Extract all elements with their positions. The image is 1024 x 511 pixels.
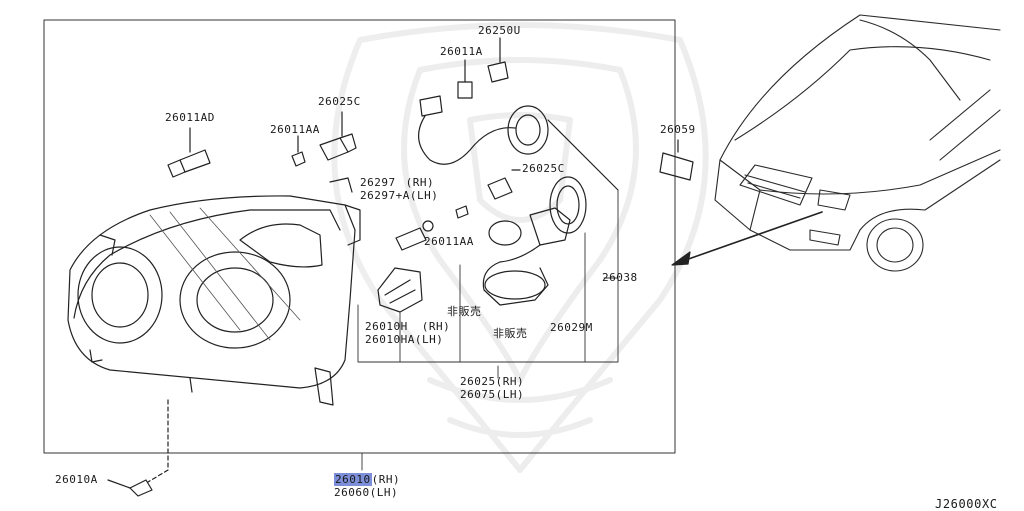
socket-26025c-top bbox=[319, 111, 357, 161]
vehicle-illustration bbox=[714, 14, 1001, 272]
part-label-26010a: 26010A bbox=[55, 473, 98, 486]
part-label-26075-lh: 26075(LH) bbox=[460, 389, 524, 401]
part-number: 26025 bbox=[460, 375, 496, 388]
part-number: 26297 bbox=[360, 176, 396, 189]
part-label-26025c-top: 26025C bbox=[318, 95, 361, 108]
part-label-26038: 26038 bbox=[602, 271, 638, 284]
side-indicator: (LH) bbox=[409, 189, 439, 202]
label-26059 bbox=[659, 139, 694, 181]
part-label-26011a: 26011A bbox=[440, 45, 483, 58]
cover-26029m bbox=[549, 176, 587, 234]
not-for-sale-note-2: 非販売 bbox=[493, 327, 528, 340]
bulb-26297 bbox=[395, 220, 434, 251]
side-indicator: (RH) bbox=[371, 473, 401, 486]
o-ring bbox=[488, 220, 522, 246]
side-indicator: (RH) bbox=[405, 176, 435, 189]
side-indicator: (LH) bbox=[369, 486, 399, 499]
part-label-26010h-rh: 26010H (RH) bbox=[365, 321, 450, 333]
part-label-26297a-lh: 26297+A(LH) bbox=[360, 190, 438, 202]
bulb-26011aa-right bbox=[455, 205, 469, 219]
part-label-26250u: 26250U bbox=[478, 24, 521, 37]
part-number: 26060 bbox=[334, 486, 370, 499]
bulb-26011ad bbox=[167, 127, 211, 178]
part-number: 26010H bbox=[365, 320, 408, 333]
part-label-26010-rh[interactable]: 26010(RH) bbox=[334, 473, 401, 486]
part-label-26297-rh: 26297 (RH) bbox=[360, 177, 434, 189]
side-indicator: (LH) bbox=[495, 388, 525, 401]
ballast-igniter bbox=[482, 207, 571, 306]
bulb-26011aa-left bbox=[291, 135, 306, 167]
part-number: 26010HA bbox=[365, 333, 415, 346]
part-label-26025-rh: 26025(RH) bbox=[460, 376, 524, 388]
part-label-26025c-mid: 26025C bbox=[522, 162, 565, 175]
part-label-26059: 26059 bbox=[660, 123, 696, 136]
part-label-26011ad: 26011AD bbox=[165, 111, 215, 124]
watermark-emblem bbox=[331, 22, 709, 473]
diagram-reference-code: J26000XC bbox=[935, 497, 998, 511]
part-label-26029m: 26029M bbox=[550, 321, 593, 334]
part-label-26011aa-left: 26011AA bbox=[270, 123, 320, 136]
bulb-26011a bbox=[457, 59, 473, 99]
leader-lines bbox=[357, 189, 619, 471]
side-indicator: (RH) bbox=[421, 320, 451, 333]
part-label-26011aa-right: 26011AA bbox=[424, 235, 474, 248]
wire-harness bbox=[418, 95, 619, 191]
headlamp-housing bbox=[67, 177, 361, 406]
side-indicator: (LH) bbox=[414, 333, 444, 346]
part-number: 26297+A bbox=[360, 189, 410, 202]
highlighted-part-number[interactable]: 26010 bbox=[334, 473, 372, 486]
socket-26025c-mid bbox=[487, 169, 521, 200]
assembly-frame bbox=[43, 19, 676, 454]
bracket-26010h bbox=[377, 267, 423, 313]
not-for-sale-note-1: 非販売 bbox=[447, 305, 482, 318]
side-indicator: (RH) bbox=[495, 375, 525, 388]
socket-26250u bbox=[487, 37, 509, 83]
part-label-26060-lh: 26060(LH) bbox=[334, 487, 398, 499]
part-number: 26075 bbox=[460, 388, 496, 401]
screw-26010a bbox=[107, 399, 169, 497]
part-label-26010ha-lh: 26010HA(LH) bbox=[365, 334, 443, 346]
location-arrow bbox=[671, 211, 823, 266]
